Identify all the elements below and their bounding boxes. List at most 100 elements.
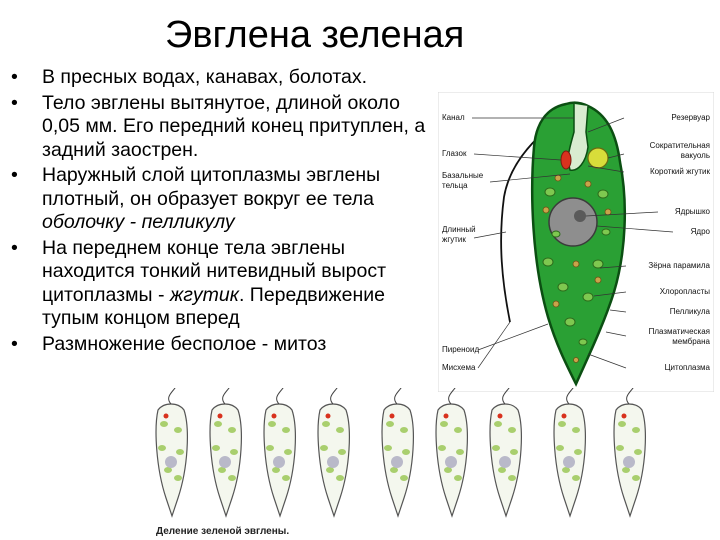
label-long-flagellum-line: Длинный bbox=[442, 225, 476, 234]
label-basal-bodies-line: Базальные bbox=[442, 171, 484, 180]
chloroplast bbox=[336, 427, 344, 433]
chloroplast bbox=[174, 475, 182, 481]
dividing-cell bbox=[613, 388, 646, 518]
chloroplast bbox=[572, 427, 580, 433]
division-cells bbox=[155, 388, 646, 518]
chloroplast bbox=[454, 427, 462, 433]
label-contractile-vacuole-line: Сократительная bbox=[650, 141, 710, 150]
label-nucleus: Ядро bbox=[691, 227, 711, 236]
bullet-text: Наружный слой цитоплазмы эвглены плотный… bbox=[42, 164, 381, 210]
nucleus bbox=[219, 456, 231, 468]
chloroplast bbox=[494, 421, 502, 427]
chloroplast bbox=[284, 449, 292, 455]
bullet-text: Размножение бесполое - митоз bbox=[42, 332, 327, 355]
label-reservoir: Резервуар bbox=[671, 113, 710, 122]
chloroplast bbox=[326, 467, 334, 473]
chloroplast bbox=[632, 475, 640, 481]
chloroplast bbox=[400, 475, 408, 481]
label-long-flagellum-line: жгутик bbox=[442, 235, 466, 244]
chloroplast bbox=[336, 475, 344, 481]
bullet-text: . Передвижение тупым концом вперед bbox=[42, 283, 385, 330]
chloroplast bbox=[634, 449, 642, 455]
chloroplast bbox=[218, 467, 226, 473]
nucleus bbox=[273, 456, 285, 468]
label-plasma-membrane-line: Плазматическая bbox=[649, 327, 710, 336]
flagellum bbox=[222, 388, 230, 405]
nucleolus bbox=[574, 210, 586, 222]
bullet-text: На переднем конце тела эвглены находится… bbox=[42, 236, 387, 306]
nucleus bbox=[327, 456, 339, 468]
label-pyrenoid: Пиреноид bbox=[442, 345, 479, 354]
label-contractile-vacuole-line: вакуоль bbox=[681, 151, 710, 160]
bullet-item: На переднем конце тела эвглены находится… bbox=[8, 237, 438, 331]
flagellum bbox=[394, 388, 402, 405]
contractile-vacuole bbox=[587, 147, 609, 169]
chloroplast bbox=[492, 445, 500, 451]
dividing-cell bbox=[209, 388, 242, 518]
chloroplast bbox=[572, 475, 580, 481]
label-chloroplasts: Хлоропласты bbox=[660, 287, 711, 296]
chloroplasts bbox=[542, 187, 611, 346]
chloroplast bbox=[632, 427, 640, 433]
chloroplast bbox=[212, 445, 220, 451]
chloroplast bbox=[266, 445, 274, 451]
eyespot bbox=[217, 413, 223, 419]
chloroplast bbox=[158, 445, 166, 451]
label-basal-bodies-line: тельца bbox=[442, 181, 468, 190]
bullet-text: В пресных водах, канавах, болотах. bbox=[42, 66, 368, 88]
chloroplast bbox=[440, 421, 448, 427]
flagellum bbox=[330, 388, 338, 405]
eyespot bbox=[325, 413, 331, 419]
label-pellicle: Пелликула bbox=[670, 307, 711, 316]
label-canal: Канал bbox=[442, 113, 465, 122]
dividing-cell bbox=[155, 388, 188, 518]
chloroplast bbox=[438, 445, 446, 451]
chloroplast bbox=[214, 421, 222, 427]
chloroplast bbox=[618, 421, 626, 427]
chloroplast bbox=[174, 427, 182, 433]
flagellum bbox=[626, 388, 634, 405]
chloroplast bbox=[456, 449, 464, 455]
chloroplast bbox=[390, 467, 398, 473]
chloroplast bbox=[160, 421, 168, 427]
bullet-item: Размножение бесполое - митоз bbox=[8, 333, 438, 357]
chloroplast bbox=[622, 467, 630, 473]
chloroplast bbox=[230, 449, 238, 455]
eyespot bbox=[560, 150, 572, 170]
chloroplast bbox=[176, 449, 184, 455]
chloroplast bbox=[508, 475, 516, 481]
chloroplast bbox=[562, 467, 570, 473]
chloroplast bbox=[268, 421, 276, 427]
bullet-list: В пресных водах, канавах, болотах. Тело … bbox=[8, 66, 438, 358]
eyespot bbox=[561, 413, 567, 419]
dividing-cell bbox=[553, 388, 586, 518]
chloroplast bbox=[384, 445, 392, 451]
chloroplast bbox=[338, 449, 346, 455]
chloroplast bbox=[320, 445, 328, 451]
chloroplast bbox=[282, 475, 290, 481]
label-plasma-membrane-line: мембрана bbox=[672, 337, 710, 346]
chloroplast bbox=[444, 467, 452, 473]
bullet-item: В пресных водах, канавах, болотах. bbox=[8, 66, 438, 90]
nucleus bbox=[391, 456, 403, 468]
nucleus bbox=[445, 456, 457, 468]
nucleus bbox=[623, 456, 635, 468]
chloroplast bbox=[282, 427, 290, 433]
dividing-cell bbox=[435, 388, 468, 518]
bullet-item: Наружный слой цитоплазмы эвглены плотный… bbox=[8, 164, 438, 235]
eyespot bbox=[271, 413, 277, 419]
nucleus bbox=[548, 197, 598, 247]
chloroplast bbox=[228, 475, 236, 481]
chloroplast bbox=[228, 427, 236, 433]
label-cytoplasm: Цитоплазма bbox=[665, 363, 711, 372]
nucleus bbox=[165, 456, 177, 468]
eyespot bbox=[389, 413, 395, 419]
nucleus bbox=[499, 456, 511, 468]
chloroplast bbox=[164, 467, 172, 473]
dividing-cell bbox=[317, 388, 350, 518]
chloroplast bbox=[498, 467, 506, 473]
